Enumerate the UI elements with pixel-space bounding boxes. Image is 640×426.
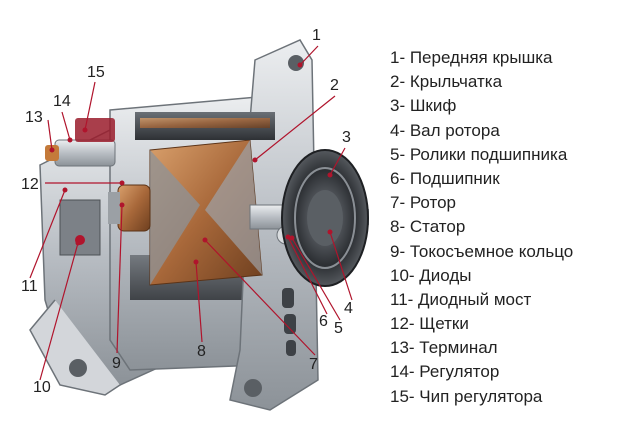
leader-line-2 bbox=[254, 95, 336, 161]
fan-vents bbox=[282, 288, 296, 356]
part-number-15: 15 bbox=[87, 64, 105, 81]
leader-anchor-8 bbox=[193, 259, 199, 265]
pulley bbox=[281, 149, 369, 287]
part-number-14: 14 bbox=[53, 93, 71, 110]
legend-item-7: 7- Ротор bbox=[390, 193, 457, 213]
part-number-12: 12 bbox=[21, 176, 39, 193]
leader-line-14 bbox=[61, 111, 71, 141]
leader-anchor-5 bbox=[289, 235, 295, 241]
leader-anchor-13 bbox=[49, 147, 55, 153]
leader-line-13 bbox=[47, 119, 53, 151]
part-number-2: 2 bbox=[330, 77, 339, 94]
legend-item-10: 10- Диоды bbox=[390, 265, 472, 285]
leader-line-6 bbox=[287, 236, 328, 315]
leader-anchor-9 bbox=[119, 202, 125, 208]
leader-anchor-12 bbox=[119, 180, 125, 186]
parts-legend: 1- Передняя крышка 2- Крыльчатка 3- Шкиф… bbox=[390, 46, 635, 409]
legend-item-1: 1- Передняя крышка bbox=[390, 48, 553, 67]
part-number-9: 9 bbox=[112, 355, 121, 372]
leader-line-8 bbox=[195, 261, 203, 343]
legend-item-4: 4- Вал ротора bbox=[390, 120, 500, 140]
leader-anchor-3 bbox=[327, 172, 333, 178]
legend-item-11: 11- Диодный мост bbox=[390, 289, 532, 309]
part-number-13: 13 bbox=[25, 109, 43, 126]
stator-winding bbox=[135, 112, 275, 140]
leader-line-3 bbox=[329, 147, 346, 176]
leader-line-15 bbox=[84, 81, 96, 131]
legend-item-5: 5- Ролики подшипника bbox=[390, 144, 568, 164]
terminal-regulator bbox=[45, 118, 116, 167]
part-number-10: 10 bbox=[33, 379, 51, 396]
part-number-7: 7 bbox=[309, 356, 318, 373]
leader-anchor-15 bbox=[82, 127, 88, 133]
legend-item-9: 9- Токосъемное кольцо bbox=[390, 241, 574, 261]
leader-line-5 bbox=[291, 237, 341, 321]
legend-item-2: 2- Крыльчатка bbox=[390, 72, 503, 92]
legend-item-15: 15- Чип регулятора bbox=[390, 386, 543, 406]
leader-anchor-10 bbox=[75, 240, 81, 246]
leader-lines bbox=[29, 45, 353, 381]
leader-anchor-2 bbox=[252, 157, 258, 163]
legend-item-6: 6- Подшипник bbox=[390, 168, 500, 188]
slip-rings bbox=[108, 184, 151, 232]
part-number-4: 4 bbox=[344, 300, 353, 317]
legend-item-13: 13- Терминал bbox=[390, 338, 498, 358]
legend-item-14: 14- Регулятор bbox=[390, 362, 500, 382]
part-number-1: 1 bbox=[312, 27, 321, 44]
legend-item-8: 8- Статор bbox=[390, 217, 466, 237]
leader-line-10 bbox=[39, 242, 79, 381]
leader-line-1 bbox=[299, 45, 319, 66]
part-number-8: 8 bbox=[197, 343, 206, 360]
part-number-5: 5 bbox=[334, 320, 343, 337]
leader-line-7 bbox=[204, 239, 316, 356]
part-numbers: 1 2 3 4 5 6 7 8 9 10 11 12 13 14 15 bbox=[21, 27, 353, 396]
leader-anchor-11 bbox=[62, 187, 68, 193]
leader-anchor-14 bbox=[67, 137, 73, 143]
leader-anchor-6 bbox=[285, 234, 291, 240]
diode-bridge bbox=[59, 199, 101, 256]
rotor bbox=[149, 139, 263, 286]
leader-anchor-7 bbox=[202, 237, 208, 243]
part-number-6: 6 bbox=[319, 313, 328, 330]
part-number-3: 3 bbox=[342, 129, 351, 146]
legend-item-3: 3- Шкиф bbox=[390, 96, 457, 116]
leader-line-9 bbox=[116, 204, 123, 354]
leader-anchor-4 bbox=[327, 229, 333, 235]
legend-item-12: 12- Щетки bbox=[390, 314, 469, 334]
leader-anchors bbox=[49, 62, 333, 265]
leader-anchor-1 bbox=[297, 62, 303, 68]
part-number-11: 11 bbox=[21, 278, 38, 295]
leader-line-11 bbox=[29, 189, 66, 279]
leader-line-4 bbox=[329, 231, 353, 301]
